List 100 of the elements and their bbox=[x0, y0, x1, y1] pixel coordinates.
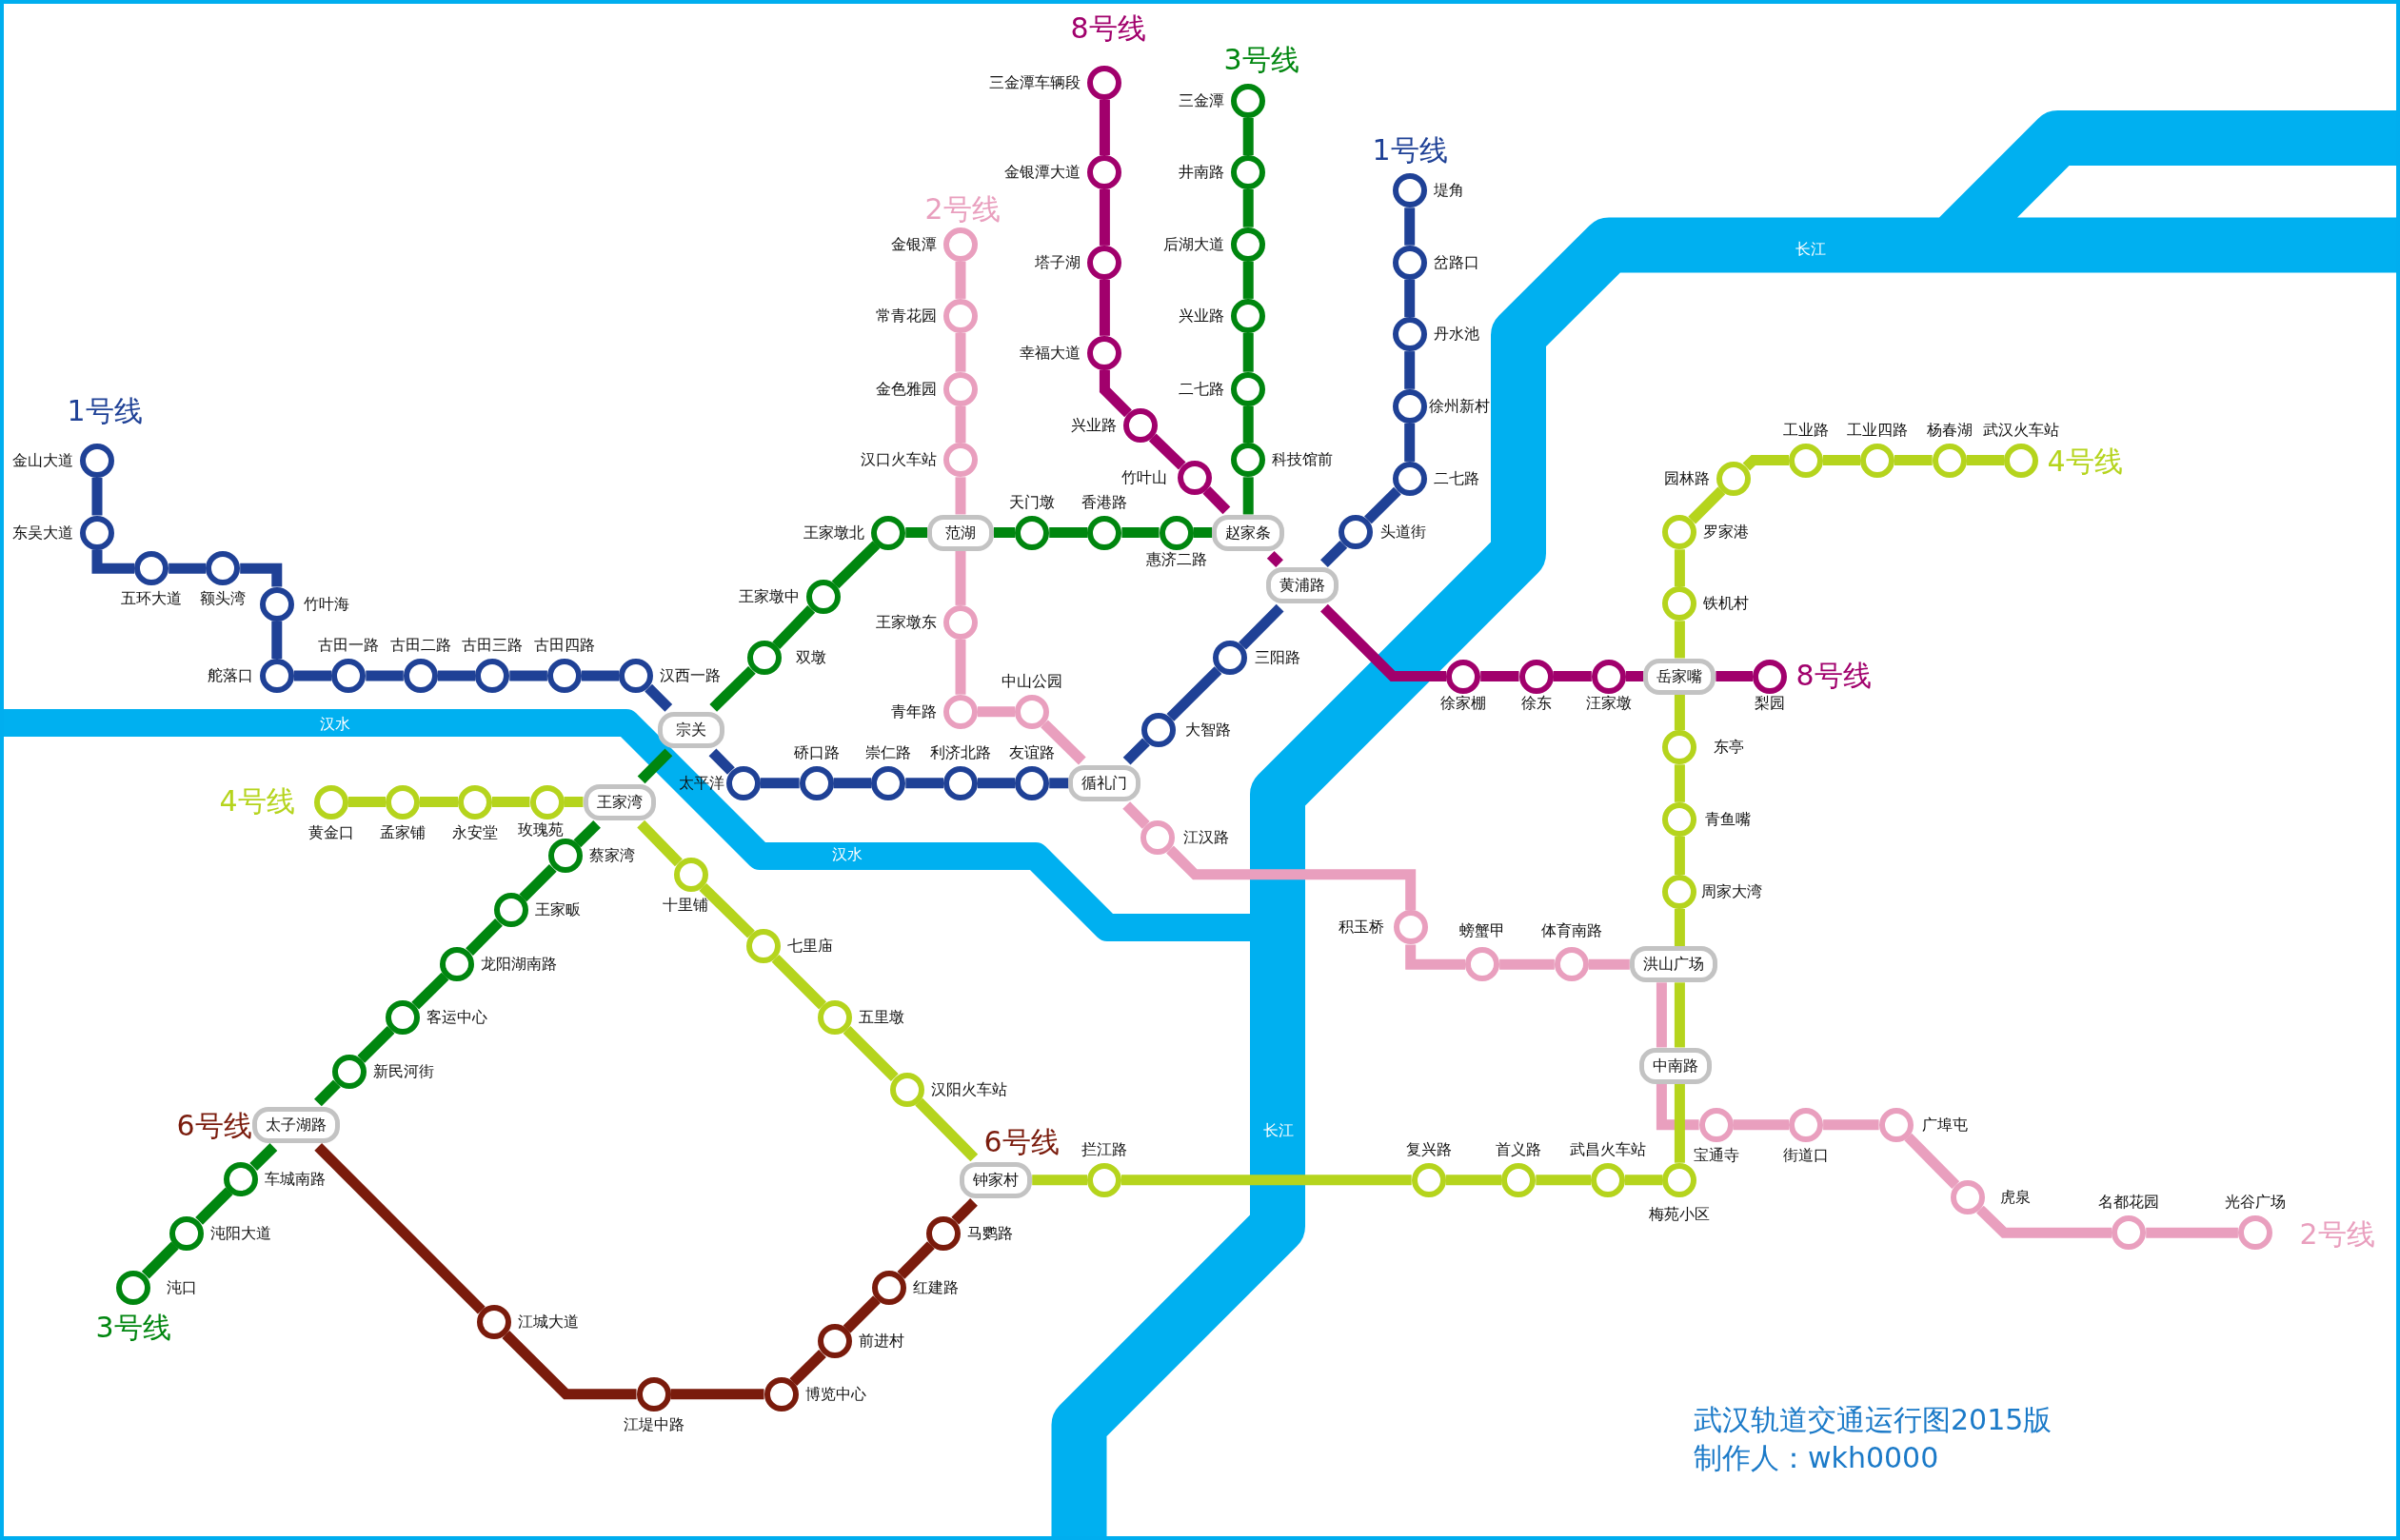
station-name: 工业四路 bbox=[1847, 421, 1908, 439]
metro-line bbox=[1404, 279, 1416, 318]
metro-line bbox=[1588, 958, 1630, 970]
metro-line bbox=[1823, 455, 1860, 466]
line-label: 3号线 bbox=[1223, 43, 1299, 75]
metro-line bbox=[1499, 958, 1555, 970]
interchange-box: 黄浦路 bbox=[1265, 567, 1339, 604]
station-name: 双墩 bbox=[795, 649, 826, 667]
station-name: 园林路 bbox=[1664, 469, 1711, 487]
metro-line bbox=[1242, 477, 1254, 515]
station-name: 铁机村 bbox=[1703, 595, 1750, 613]
metro-line bbox=[240, 563, 283, 587]
station-name: 孟家铺 bbox=[380, 823, 426, 841]
station-name: 堤角 bbox=[1433, 182, 1464, 200]
metro-line bbox=[1364, 486, 1401, 524]
station-name: 常青花园 bbox=[876, 306, 937, 325]
station-name: 金银潭大道 bbox=[1004, 164, 1081, 181]
interchange-box: 宗关 bbox=[657, 712, 724, 749]
station-name: 客运中心 bbox=[426, 1009, 488, 1027]
station-name: 徐州新村 bbox=[1428, 397, 1490, 415]
station-name: 青鱼嘴 bbox=[1705, 810, 1752, 828]
station-name: 梅苑小区 bbox=[1649, 1205, 1711, 1223]
metro-line bbox=[366, 670, 404, 681]
station-name: 二七路 bbox=[1433, 469, 1479, 487]
metro-line bbox=[1405, 944, 1466, 970]
station-name: 三阳路 bbox=[1255, 649, 1301, 667]
station-name: 周家大湾 bbox=[1701, 883, 1763, 900]
metro-line bbox=[1553, 671, 1592, 681]
station-name: 龙阳湖南路 bbox=[481, 956, 558, 973]
metro-line bbox=[1904, 1133, 1960, 1190]
line-label: 8号线 bbox=[1070, 11, 1146, 44]
metro-line bbox=[1041, 720, 1086, 765]
station-name: 汪家墩 bbox=[1585, 694, 1632, 712]
station-name: 金色雅园 bbox=[876, 380, 937, 398]
metro-line bbox=[1674, 982, 1685, 1048]
station-name: 汉西一路 bbox=[660, 667, 722, 684]
station-name: 积玉桥 bbox=[1338, 918, 1384, 937]
metro-line bbox=[760, 778, 800, 789]
interchange-box: 赵家条 bbox=[1212, 514, 1285, 551]
metro-line bbox=[699, 882, 755, 938]
metro-line bbox=[955, 405, 966, 444]
station-name: 舵落口 bbox=[207, 667, 253, 684]
station-name: 七里庙 bbox=[786, 938, 833, 956]
metro-line bbox=[1976, 1205, 2112, 1238]
station-name: 十里铺 bbox=[662, 897, 708, 915]
station-name: 王家畈 bbox=[534, 901, 581, 918]
metro-line bbox=[195, 1187, 233, 1225]
metro-line bbox=[1166, 666, 1222, 721]
line-label: 8号线 bbox=[1795, 659, 1872, 691]
station-name: 沌阳大道 bbox=[210, 1224, 272, 1242]
line-label: 6号线 bbox=[983, 1125, 1060, 1157]
metro-line bbox=[1242, 261, 1254, 299]
metro-line bbox=[1656, 1083, 1699, 1131]
metro-line bbox=[519, 863, 557, 902]
metro-line bbox=[955, 639, 966, 695]
station-name: 古田一路 bbox=[318, 637, 380, 654]
station-name: 惠济二路 bbox=[1145, 550, 1207, 568]
station-name: 东亭 bbox=[1714, 739, 1745, 757]
station-name: 古田三路 bbox=[462, 637, 524, 654]
metro-line bbox=[1320, 603, 1447, 681]
station-name: 新民河街 bbox=[372, 1062, 434, 1080]
metro-line bbox=[564, 797, 584, 807]
metro-line bbox=[1148, 433, 1186, 470]
interchange-box: 中南路 bbox=[1638, 1047, 1712, 1084]
metro-line bbox=[573, 819, 601, 848]
metro-line bbox=[1716, 671, 1753, 681]
metro-line bbox=[1239, 603, 1284, 650]
metro-line bbox=[1242, 189, 1254, 227]
station-name: 青年路 bbox=[891, 702, 937, 721]
metro-line bbox=[91, 549, 135, 574]
metro-line bbox=[955, 332, 966, 372]
station-name: 江汉路 bbox=[1183, 828, 1230, 846]
line-label: 2号线 bbox=[2299, 1217, 2375, 1250]
station-name: 马鹦路 bbox=[966, 1224, 1013, 1242]
metro-line bbox=[637, 748, 673, 784]
station-name: 东吴大道 bbox=[12, 523, 73, 542]
station-name: 二七路 bbox=[1179, 380, 1225, 398]
station-name: 天门墩 bbox=[1009, 493, 1056, 511]
metro-line bbox=[1404, 423, 1416, 462]
metro-line bbox=[1099, 99, 1110, 155]
metro-line bbox=[581, 670, 620, 681]
station-name: 名都花园 bbox=[2098, 1194, 2160, 1212]
metro-line bbox=[905, 527, 927, 538]
metro-line bbox=[411, 972, 449, 1010]
metro-line bbox=[709, 665, 756, 712]
metro-line bbox=[1536, 1175, 1591, 1186]
metro-line bbox=[843, 1026, 899, 1082]
metro-line bbox=[1894, 455, 1933, 466]
metro-line bbox=[978, 706, 1016, 718]
metro-line bbox=[1480, 671, 1519, 681]
metro-line bbox=[1193, 527, 1213, 538]
station-name: 香港路 bbox=[1081, 493, 1128, 511]
metro-line bbox=[1674, 549, 1685, 587]
metro-line bbox=[1099, 189, 1110, 246]
metro-line bbox=[772, 605, 816, 650]
metro-line bbox=[1242, 332, 1254, 372]
station-name: 丹水池 bbox=[1433, 326, 1479, 344]
station-name: 玫瑰苑 bbox=[517, 820, 564, 839]
metro-line bbox=[357, 1026, 395, 1063]
station-name: 永安堂 bbox=[452, 823, 498, 841]
